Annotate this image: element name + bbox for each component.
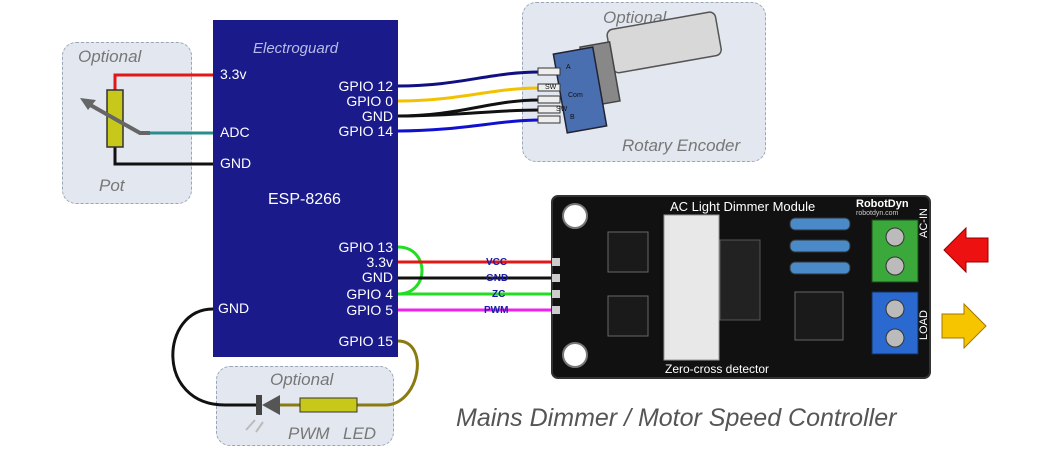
esp8266-board bbox=[213, 20, 398, 357]
esp-pin-gpio0: GPIO 0 bbox=[346, 93, 393, 109]
wire-3v3-pot bbox=[113, 73, 213, 90]
pot-optional-title: Optional bbox=[78, 47, 142, 66]
encoder-caption: Rotary Encoder bbox=[622, 136, 741, 155]
dimmer-mount-hole-1 bbox=[562, 203, 588, 229]
wire-gpio0-encoder bbox=[397, 86, 541, 103]
diagram-caption: Mains Dimmer / Motor Speed Controller bbox=[456, 404, 897, 432]
led-cathode-bar bbox=[256, 395, 262, 415]
esp-pin-gnd-right-1: GND bbox=[361, 108, 393, 124]
encoder-pins bbox=[537, 67, 561, 124]
load-out-arrow bbox=[941, 302, 987, 350]
led-caption-pwm: PWM bbox=[288, 424, 330, 443]
encoder-base bbox=[552, 46, 608, 134]
bridge-rectifier bbox=[794, 291, 844, 341]
dimmer-brand: RobotDyn bbox=[856, 198, 909, 210]
dimmer-mount-hole-2 bbox=[562, 342, 588, 368]
wire-gnd-led bbox=[171, 307, 256, 407]
optocoupler-1 bbox=[607, 231, 649, 273]
wire-gpio14-encoder bbox=[397, 118, 541, 133]
esp-pin-gnd-left-2: GND bbox=[218, 300, 250, 316]
optocoupler-2 bbox=[607, 295, 649, 337]
pot-caption: Pot bbox=[99, 176, 125, 195]
dimmer-heatsink bbox=[663, 214, 720, 361]
esp-pin-gpio13: GPIO 13 bbox=[338, 239, 393, 255]
wire-gnd-encoder-2 bbox=[397, 108, 541, 118]
esp-pin-gpio5: GPIO 5 bbox=[346, 302, 393, 318]
encoder-pin-sw2: SW bbox=[556, 106, 568, 113]
esp-pin-gpio14: GPIO 14 bbox=[338, 123, 393, 139]
wire-gpio15-led bbox=[357, 339, 419, 407]
wire-label-zc: ZC bbox=[492, 289, 506, 300]
wire-gpio13-gpio4-loop bbox=[397, 245, 424, 296]
esp-pin-gnd-right-2: GND bbox=[361, 269, 393, 285]
esp-title: Electroguard bbox=[253, 40, 339, 57]
dimmer-brand-url: robotdyn.com bbox=[856, 210, 899, 217]
esp-pin-gpio12: GPIO 12 bbox=[338, 78, 393, 94]
esp-pin-adc: ADC bbox=[220, 124, 250, 140]
dimmer-zero-cross-label: Zero-cross detector bbox=[665, 362, 770, 376]
led-diode-icon bbox=[262, 395, 280, 415]
encoder-shaft bbox=[606, 11, 722, 74]
encoder-pin-sw1: SW bbox=[545, 84, 557, 91]
led-optional-title: Optional bbox=[270, 370, 334, 389]
esp-pin-3v3-left: 3.3v bbox=[220, 66, 247, 82]
pot-wiper-arrow bbox=[80, 98, 96, 110]
wire-label-pwm: PWM bbox=[484, 305, 509, 316]
ac-in-arrow bbox=[943, 226, 989, 274]
encoder-pin-com: Com bbox=[568, 92, 583, 99]
dimmer-load-label: LOAD bbox=[918, 310, 930, 340]
resistors bbox=[789, 217, 851, 275]
pot-wiper bbox=[84, 100, 150, 135]
led-caption-led: LED bbox=[343, 424, 377, 443]
dimmer-title: AC Light Dimmer Module bbox=[670, 199, 816, 214]
esp-pin-gpio15: GPIO 15 bbox=[338, 333, 393, 349]
led-resistor bbox=[299, 397, 358, 413]
esp-pin-gpio4: GPIO 4 bbox=[346, 286, 393, 302]
dimmer-triac bbox=[719, 239, 761, 321]
dimmer-header-pins bbox=[552, 258, 560, 314]
esp-pin-gnd-left-1: GND bbox=[220, 155, 252, 171]
led-light-rays-icon bbox=[245, 419, 264, 433]
wire-label-vcc: VCC bbox=[486, 257, 508, 268]
encoder-pin-b: B bbox=[570, 114, 575, 121]
dimmer-ac-in-label: AC-IN bbox=[918, 208, 930, 238]
esp-pin-3v3-right: 3.3v bbox=[366, 254, 393, 270]
pot-optional-box bbox=[62, 42, 192, 204]
esp-name: ESP-8266 bbox=[268, 191, 341, 208]
wire-label-gnd: GND bbox=[486, 273, 509, 284]
encoder-pin-a: A bbox=[566, 64, 571, 71]
wire-gpio12-encoder bbox=[397, 70, 541, 88]
wire-gnd-pot bbox=[113, 147, 213, 166]
